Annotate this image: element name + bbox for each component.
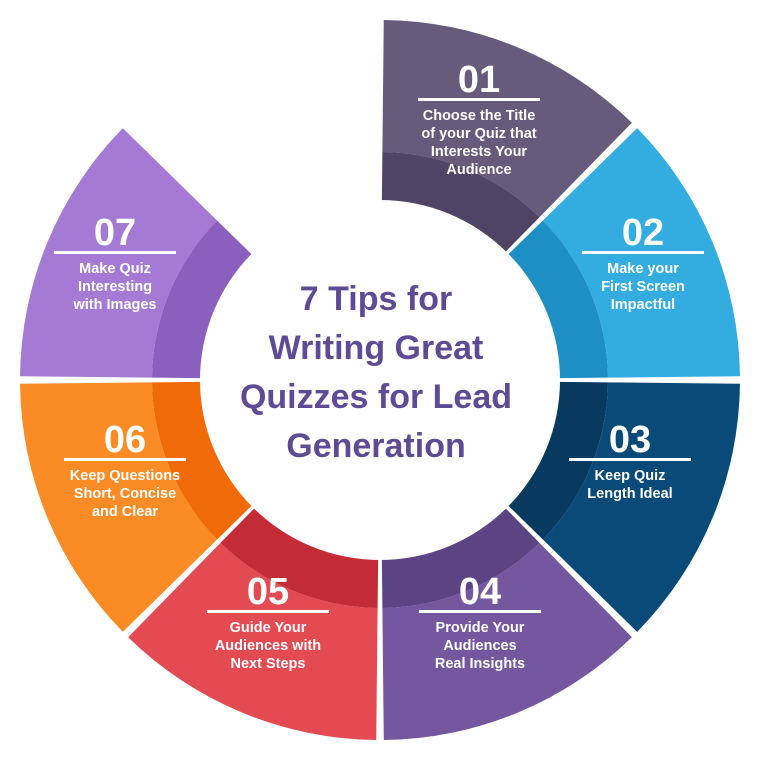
segment-05-outer [128,542,378,740]
segment-01-outer [382,20,632,218]
segment-number: 02 [622,212,664,254]
segment-number: 01 [458,59,500,101]
title-line-4: Generation [286,427,465,465]
segment-06-outer [20,382,218,632]
segment-text-line: Provide Your [436,620,525,636]
segment-divider [54,251,176,254]
segment-text-line: and Clear [92,504,158,520]
segment-06-inner [152,381,253,540]
center-title: 7 Tips for Writing Great Quizzes for Lea… [240,280,512,465]
segment-text-line: Choose the Title [423,108,536,124]
segment-text-line: Guide Your [230,620,307,636]
segment-01-inner [381,152,540,253]
segment-text-line: Audiences [443,638,516,654]
segment-number: 04 [459,571,501,613]
segment-text-line: Real Insights [435,656,525,672]
segment-divider [207,610,329,613]
segment-text-line: Short, Concise [74,486,176,502]
segment-text-line: Length Ideal [587,486,672,502]
segment-text-line: Impactful [611,297,675,313]
segment-text-line: Keep Quiz [595,468,666,484]
segment-03-inner [507,381,608,540]
title-line-3: Quizzes for Lead [240,378,512,416]
segment-divider [418,98,540,101]
segment-text-line: Interests Your [431,144,528,160]
title-line-2: Writing Great [269,329,484,367]
segment-text-line: Interesting [78,279,152,295]
segment-number: 07 [94,212,136,254]
segment-text-line: Make Quiz [79,261,151,277]
segment-number: 03 [609,419,651,461]
segment-divider [419,610,541,613]
segment-text-line: Audiences with [215,638,321,654]
segment-05-inner [220,507,379,608]
segment-03-outer [542,382,740,632]
segment-04-outer [382,542,632,740]
segment-text-line: Keep Questions [70,468,180,484]
segment-divider [569,458,691,461]
segment-number: 05 [247,571,289,613]
segment-divider [64,458,186,461]
segment-text-line: of your Quiz that [421,126,536,142]
segment-04-inner [381,507,540,608]
segment-text-line: Audience [446,162,511,178]
segment-divider [582,251,704,254]
segment-text-line: Next Steps [231,656,306,672]
segment-text-line: with Images [73,297,157,313]
center-circle [200,200,560,560]
segment-07-inner [152,220,253,379]
title-line-1: 7 Tips for [300,280,452,318]
segment-02-inner [507,220,608,379]
segment-text-line: First Screen [601,279,685,295]
segment-text-line: Make your [607,261,679,277]
segment-number: 06 [104,419,146,461]
segments-layer [20,20,740,740]
